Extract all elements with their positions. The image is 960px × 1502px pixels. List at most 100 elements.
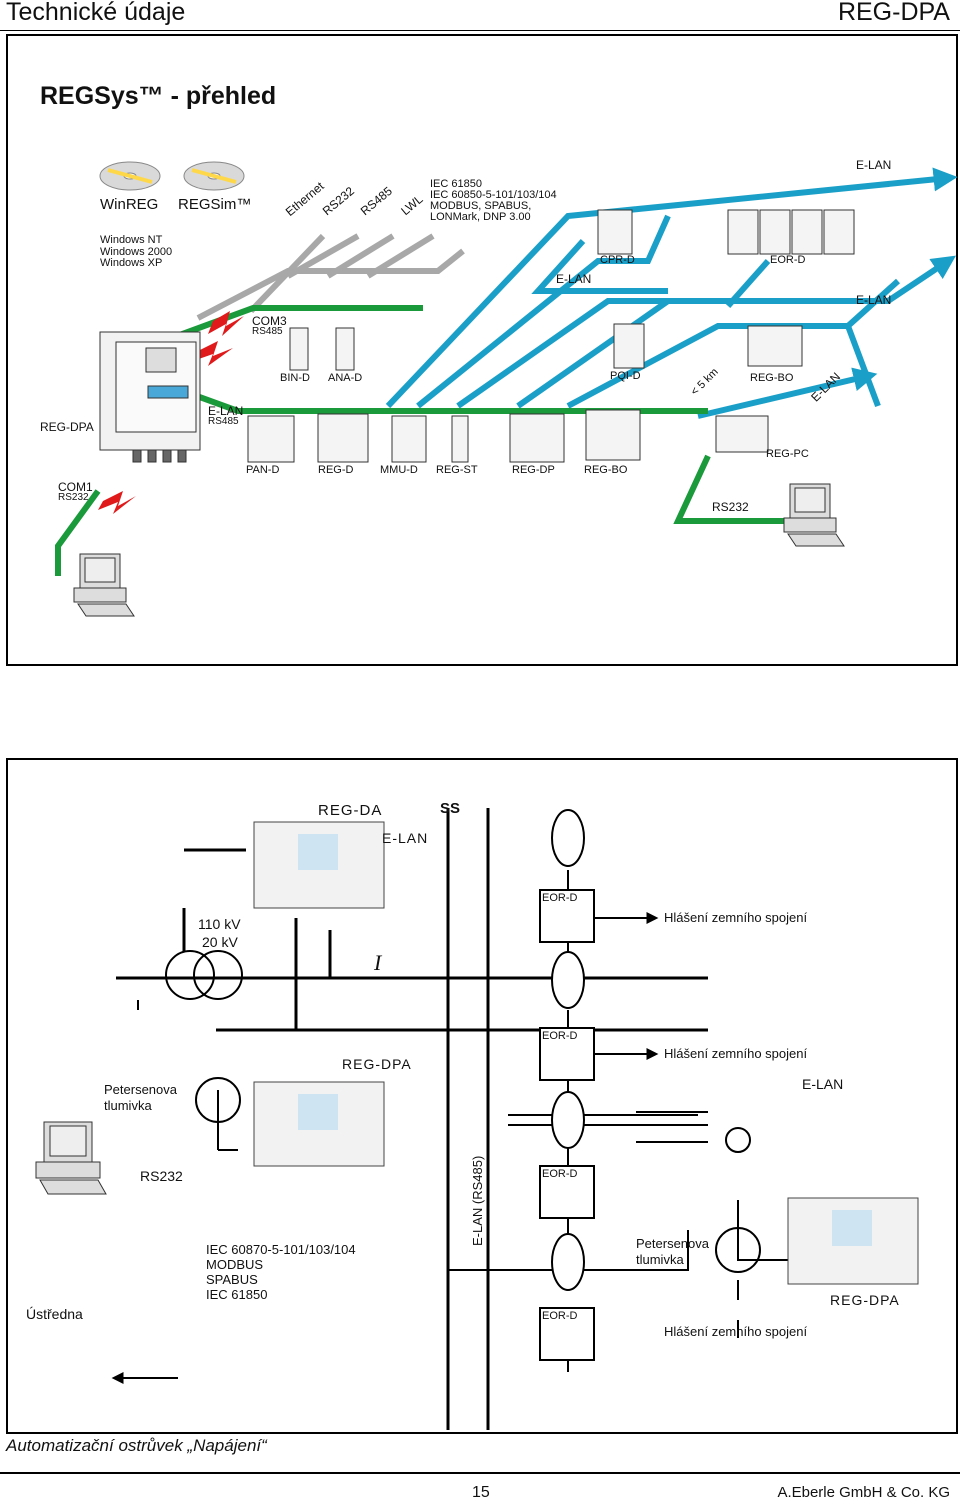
reg-bo-module (747, 325, 803, 367)
current-symbol: I (374, 950, 382, 975)
device-reg-bo: REG-BO (750, 372, 794, 384)
pqi-d-module (613, 323, 645, 369)
computer-icon (73, 553, 135, 617)
lightning-icon (193, 341, 233, 366)
device-reg-d: REG-D (318, 464, 354, 476)
reg-dpa-label: REG-DPA (342, 1056, 412, 1072)
earth-fault-report-1: Hlášení zemního spojení (664, 910, 808, 925)
lightning-icon (208, 311, 244, 336)
pan-d-module (247, 415, 295, 463)
company-name: A.Eberle GmbH & Co. KG (777, 1484, 950, 1501)
reg-dpa-label-2: REG-DPA (830, 1292, 900, 1308)
device-reg-st: REG-ST (436, 464, 478, 476)
earth-fault-report-3: Hlášení zemního spojení (664, 1324, 808, 1339)
page-header-title: Technické údaje (6, 0, 186, 26)
reg-st-module (451, 415, 469, 463)
winreg-cd-icon (99, 161, 161, 191)
rs232-label: RS232 (140, 1168, 183, 1184)
elan-label-top: E-LAN (382, 830, 429, 846)
lightning-icon (98, 491, 136, 514)
voltage-secondary: 20 kV (202, 934, 238, 950)
bin-d-module (289, 327, 309, 371)
regsys-network-diagram (55, 161, 958, 617)
gray-links (196, 233, 465, 321)
device-pan-d: PAN-D (246, 464, 280, 476)
elan-label-right: E-LAN (802, 1076, 844, 1092)
single-line-diagram (35, 808, 919, 1430)
device-ana-d: ANA-D (328, 372, 363, 384)
device-reg-pc: REG-PC (766, 448, 809, 460)
regdpa-cabinet (99, 331, 201, 463)
device-pqi-d: PQI-D (610, 370, 641, 382)
device-screens (298, 834, 872, 1246)
reg-d-module (317, 413, 369, 463)
panel-title: REGSys™ - přehled (40, 82, 277, 110)
com3-label: COM3 (252, 314, 287, 328)
reg-dp-module (509, 413, 565, 463)
reg-da-label: REG-DA (318, 802, 383, 819)
elan-rs485-label: E-LAN (RS485) (470, 1155, 485, 1246)
control-centre-label: Ústředna (26, 1306, 83, 1322)
elan-label-left: E-LAN (208, 404, 244, 418)
device-modules (247, 209, 855, 463)
header-divider (0, 30, 960, 31)
petersen-label-2b: tlumivka (636, 1252, 684, 1267)
voltage-primary: 110 kV (198, 916, 241, 932)
footer-divider (0, 1472, 960, 1474)
protocol-3: SPABUS (206, 1272, 258, 1287)
rs232-label-left: RS232 (58, 492, 89, 503)
os-3: Windows XP (100, 257, 163, 269)
page-header-product: REG-DPA (837, 0, 950, 26)
regsim-label: REGSim™ (178, 196, 252, 213)
regdpa-label: REG-DPA (40, 420, 94, 434)
os-1: Windows NT (100, 234, 163, 246)
rs232-label-right: RS232 (712, 500, 749, 514)
transformer-icon (165, 950, 243, 1000)
regsys-overview-panel: REGSys™ - přehled WinREG REGSim™ Windows… (6, 34, 958, 666)
protocol-2: IEC 60850-5-101/103/104 (430, 189, 557, 201)
protocol-4: LONMark, DNP 3.00 (430, 211, 531, 223)
device-eor-d: EOR-D (770, 254, 806, 266)
protocol-3: MODBUS, SPABUS, (430, 200, 532, 212)
ana-d-module (335, 327, 355, 371)
lightning-icons (98, 311, 244, 514)
petersen-label-1a: Petersenova (104, 1082, 177, 1097)
computer-icon (783, 483, 845, 547)
protocol-2: MODBUS (206, 1257, 264, 1272)
device-mmu-d: MMU-D (380, 464, 418, 476)
rs485-label-top: RS485 (252, 326, 283, 337)
petersen-coil-icons (195, 1077, 761, 1273)
os-2: Windows 2000 (100, 246, 173, 258)
report-arrows (111, 912, 659, 1384)
device-bin-d: BIN-D (280, 372, 310, 384)
elan-label-top: E-LAN (856, 158, 892, 172)
eor-d-module (759, 209, 791, 255)
petersen-label-2a: Petersenova (636, 1236, 709, 1251)
busbars (116, 808, 708, 1430)
eor-label-4: EOR-D (542, 1310, 578, 1322)
eor-label-3: EOR-D (542, 1168, 578, 1180)
eor-d-boxes (539, 889, 595, 1361)
cpr-d-module (597, 209, 633, 255)
eor-d-module (791, 209, 823, 255)
feeder-automation-panel: REG-DA SS E-LAN 110 kV 20 kV I EOR-D EOR… (6, 758, 958, 1434)
device-reg-dp: REG-DP (512, 464, 555, 476)
device-cpr-d: CPR-D (600, 254, 635, 266)
computer-icon (35, 1121, 107, 1195)
current-transformer-icons (551, 809, 585, 1291)
eor-d-module (727, 209, 759, 255)
reg-bo-module-2 (585, 409, 641, 461)
petersen-label-1b: tlumivka (104, 1098, 152, 1113)
protocol-1: IEC 61850 (430, 178, 482, 190)
com1-label: COM1 (58, 480, 93, 494)
rs485-label-left: RS485 (208, 416, 239, 427)
page-number: 15 (472, 1484, 490, 1501)
regsim-cd-icon (183, 161, 245, 191)
earth-fault-report-2: Hlášení zemního spojení (664, 1046, 808, 1061)
eor-label-1: EOR-D (542, 892, 578, 904)
elan-label-mid: E-LAN (556, 272, 592, 286)
eor-label-2: EOR-D (542, 1030, 578, 1042)
elan-label-right: E-LAN (856, 293, 892, 307)
eor-d-module (823, 209, 855, 255)
ss-label: SS (440, 800, 461, 817)
